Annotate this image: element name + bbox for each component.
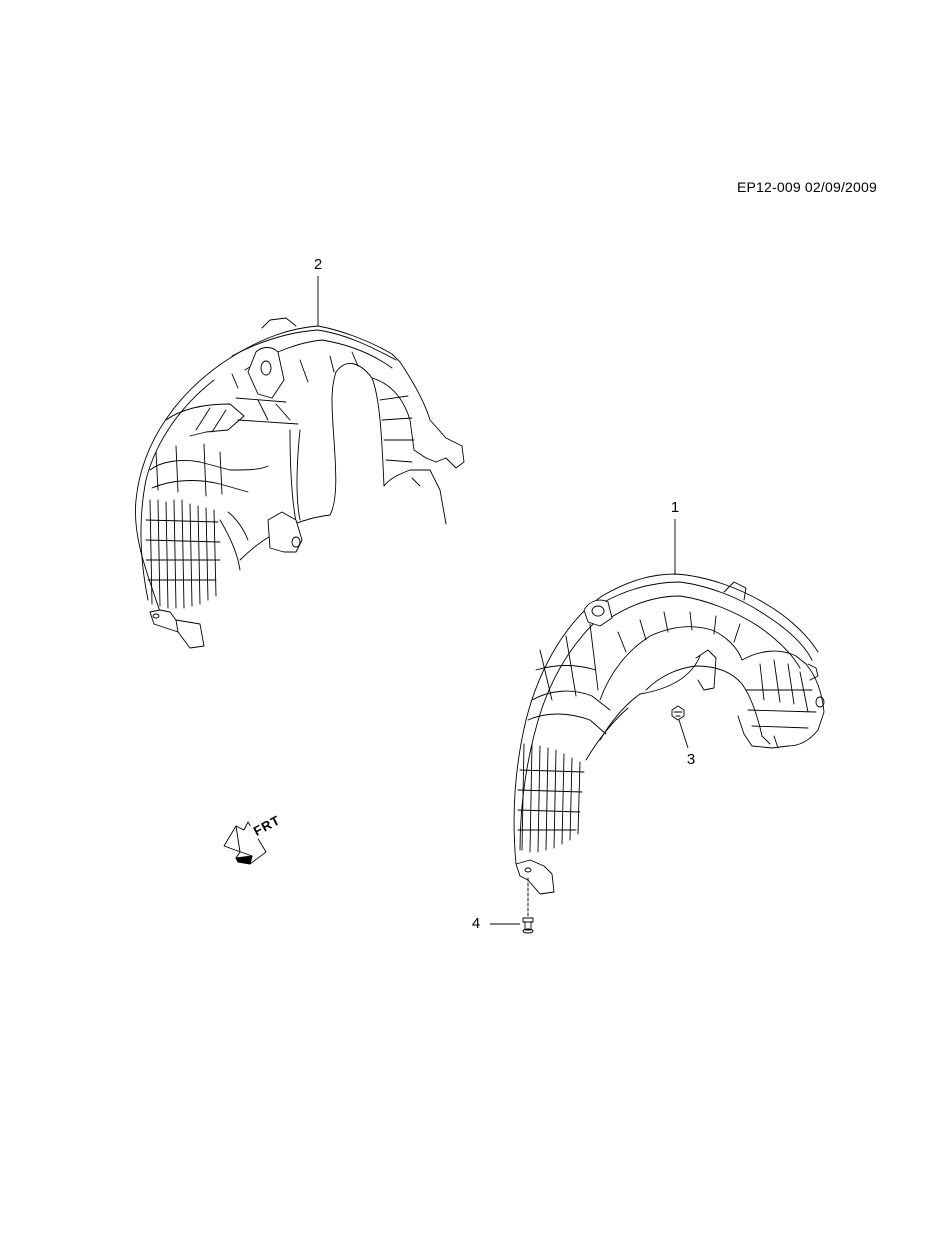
document-reference: EP12-009 02/09/2009 bbox=[736, 179, 877, 195]
callout-3: 3 bbox=[686, 751, 696, 768]
clip-fastener-icon bbox=[671, 705, 685, 721]
callout-2: 2 bbox=[313, 256, 323, 273]
callout-4: 4 bbox=[471, 915, 481, 932]
wheel-liner-left-icon bbox=[134, 317, 465, 649]
callout-1: 1 bbox=[670, 499, 680, 516]
leader-line-3 bbox=[678, 719, 689, 749]
wheel-liner-right-icon bbox=[513, 573, 825, 895]
leader-lines bbox=[317, 276, 689, 925]
screw-fastener-icon bbox=[522, 877, 534, 934]
